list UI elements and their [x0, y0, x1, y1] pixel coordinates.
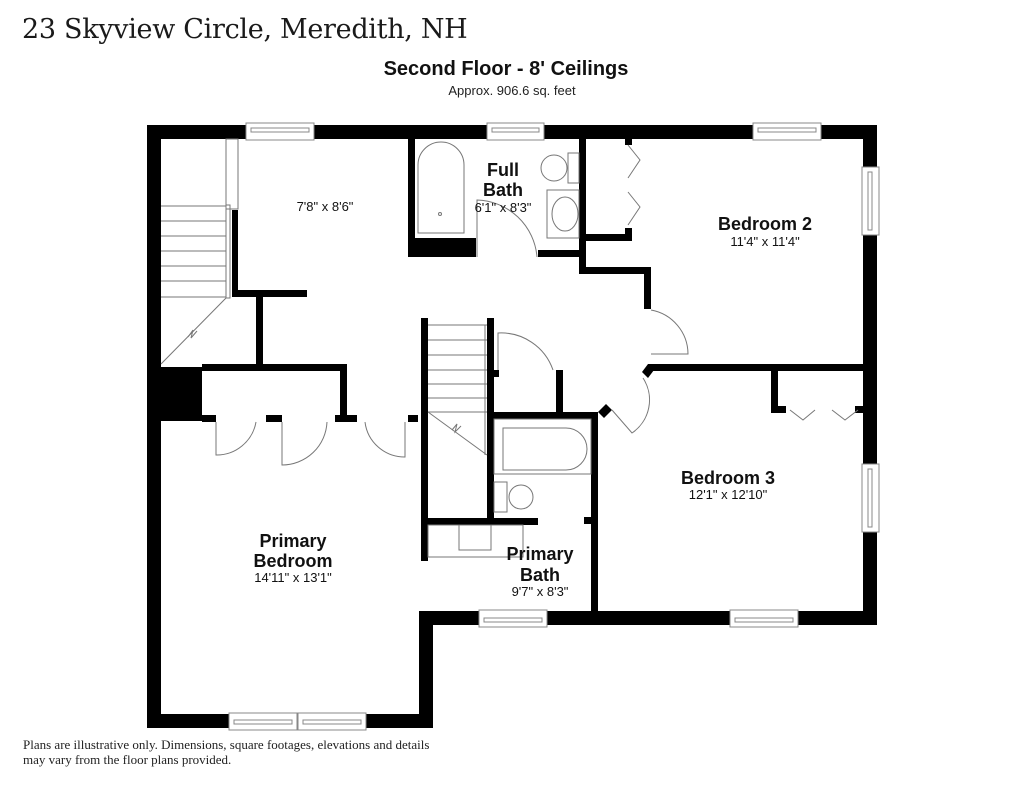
- room-dimensions: 7'8" x 8'6": [297, 199, 354, 214]
- room-dimensions: 6'1" x 8'3": [475, 200, 532, 215]
- window-icon: [245, 122, 315, 141]
- room-dimensions: 12'1" x 12'10": [689, 487, 768, 502]
- room-full-bath: Full Bath 6'1" x 8'3": [475, 160, 532, 215]
- window-icon: [752, 122, 822, 141]
- room-dimensions: 14'11" x 13'1": [254, 570, 332, 585]
- room-bedroom-3: Bedroom 3 12'1" x 12'10": [681, 468, 775, 502]
- sink-icon: [458, 524, 492, 551]
- room-dimensions: 11'4" x 11'4": [730, 234, 800, 249]
- room-name: Full: [487, 160, 519, 180]
- stairs-left: [160, 138, 239, 365]
- toilet-icon: [508, 484, 534, 510]
- window-icon: [729, 609, 799, 628]
- room-name: Primary: [259, 531, 326, 551]
- window-icon: [861, 166, 880, 236]
- room-dimensions: 9'7" x 8'3": [512, 584, 569, 599]
- windows: [228, 122, 880, 731]
- toilet-icon: [540, 154, 568, 182]
- room-primary-bedroom: Primary Bedroom 14'11" x 13'1": [253, 531, 332, 585]
- room-name: Bedroom 3: [681, 468, 775, 488]
- window-icon: [297, 712, 367, 731]
- floor-title: Second Floor - 8' Ceilings: [383, 58, 629, 80]
- window-icon: [861, 463, 880, 533]
- primary-bath-fixtures: [427, 418, 592, 558]
- disclaimer: Plans are illustrative only. Dimensions,…: [23, 737, 430, 767]
- room-name: Bath: [483, 180, 523, 200]
- window-icon: [478, 609, 548, 628]
- stairs-center: [427, 324, 488, 456]
- full-bath-fixtures: [417, 141, 580, 239]
- property-address: 23 Skyview Circle, Meredith, NH: [22, 14, 468, 45]
- sink-icon: [551, 196, 579, 232]
- room-name: Bedroom: [253, 551, 332, 571]
- room-name: Bath: [520, 565, 560, 585]
- doors: [215, 144, 859, 466]
- room-name: Bedroom 2: [718, 214, 812, 234]
- window-icon: [486, 122, 545, 141]
- room-landing: 7'8" x 8'6": [297, 199, 354, 214]
- floor-area: Approx. 906.6 sq. feet: [448, 83, 576, 98]
- bathtub-icon: [417, 141, 465, 234]
- room-bedroom-2: Bedroom 2 11'4" x 11'4": [718, 214, 812, 249]
- bathtub-icon: [502, 427, 588, 471]
- interior-walls: [202, 139, 870, 618]
- room-name: Primary: [506, 544, 573, 564]
- room-primary-bath: Primary Bath 9'7" x 8'3": [506, 544, 573, 599]
- window-icon: [228, 712, 298, 731]
